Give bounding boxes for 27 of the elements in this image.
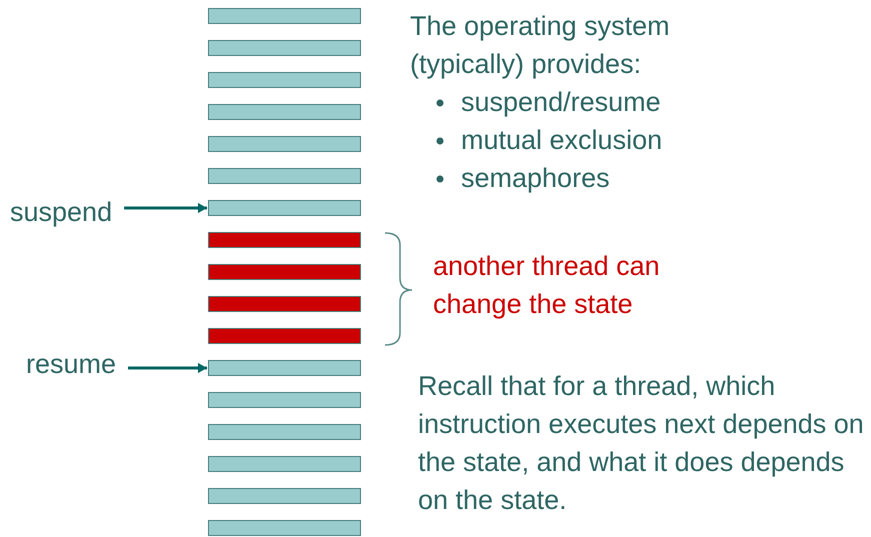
instruction-bar (208, 392, 361, 408)
instruction-bar (208, 424, 361, 440)
instruction-bar (208, 520, 361, 536)
highlighted-instruction-bar (208, 264, 361, 280)
instruction-bar (208, 456, 361, 472)
paragraph-text: Recall that for a thread, which instruction executes next depends on the state, and what it does depends on the state. (418, 370, 865, 517)
instruction-bar (208, 104, 361, 120)
heading-text: The operating system (typically) provides: (410, 10, 671, 81)
instruction-bar (208, 488, 361, 504)
highlighted-instruction-bar (208, 296, 361, 312)
brace-note: another thread can change the state (433, 250, 661, 321)
highlighted-instruction-bar (208, 232, 361, 248)
bullet-text: suspend/resume (461, 86, 662, 119)
instruction-bar (208, 40, 361, 56)
instruction-bar (208, 168, 361, 184)
arrow-label: suspend (10, 193, 112, 231)
arrow-label: resume (26, 345, 116, 383)
highlighted-instruction-bar (208, 328, 361, 344)
instruction-bar (208, 136, 361, 152)
arrow (124, 202, 207, 214)
instruction-bar (208, 200, 361, 216)
arrow (128, 362, 207, 374)
instruction-bar (208, 72, 361, 88)
bullet-text: semaphores (461, 162, 611, 195)
instruction-bar (208, 8, 361, 24)
instruction-bar (208, 360, 361, 376)
bullet-text: mutual exclusion (461, 124, 664, 157)
